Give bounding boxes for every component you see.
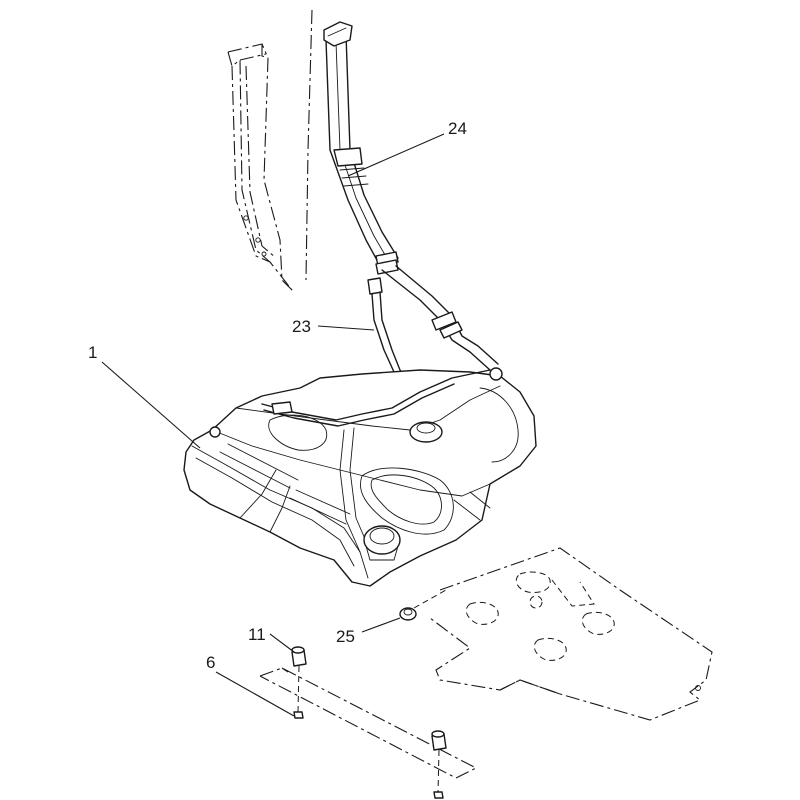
center-phantom-line — [305, 9, 313, 281]
bumper-front — [291, 646, 307, 719]
leader-lines — [101, 133, 445, 717]
mounting-plate — [429, 547, 713, 721]
filler-neck-hose — [323, 21, 499, 371]
grommet — [399, 589, 447, 621]
fuel-tank — [183, 367, 537, 587]
callout-1: 1 — [88, 343, 97, 362]
callout-24: 24 — [448, 119, 467, 138]
bumper-rear — [431, 730, 447, 799]
callout-25: 25 — [336, 627, 355, 646]
tank-strap — [259, 667, 478, 779]
callout-11: 11 — [248, 625, 266, 644]
frame-rail — [227, 43, 293, 291]
callout-6: 6 — [206, 653, 215, 672]
callout-23: 23 — [292, 317, 311, 336]
